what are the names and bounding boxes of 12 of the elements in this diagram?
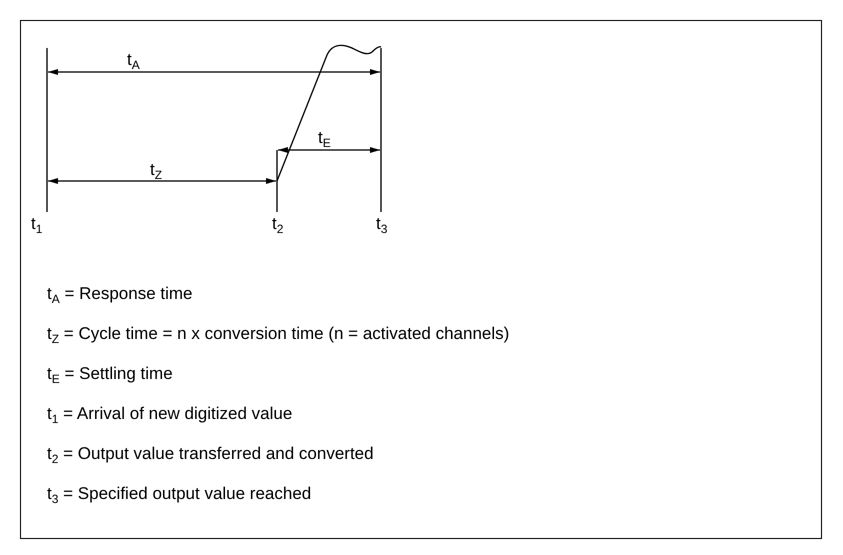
time-label: t$_{1}$ xyxy=(31,214,42,238)
legend-text: t$_{A}$ = Response time xyxy=(47,284,193,308)
dimension-label: t$_{A}$ xyxy=(127,50,140,74)
legend-text: t$_{1}$ = Arrival of new digitized value xyxy=(47,404,292,428)
legend-text: t$_{E}$ = Settling time xyxy=(47,364,173,388)
dimension-label: t$_{E}$ xyxy=(318,128,331,152)
dimension-label: t$_{Z}$ xyxy=(150,160,162,184)
legend-text: t$_{Z}$ = Cycle time = n x conversion time (n = activated channels) xyxy=(47,324,510,348)
legend-text: t$_{2}$ = Output value transferred and converted xyxy=(47,444,374,468)
legend-text: t$_{3}$ = Specified output value reached xyxy=(47,484,312,508)
time-label: t$_{2}$ xyxy=(272,214,284,238)
time-label: t$_{3}$ xyxy=(376,214,388,238)
